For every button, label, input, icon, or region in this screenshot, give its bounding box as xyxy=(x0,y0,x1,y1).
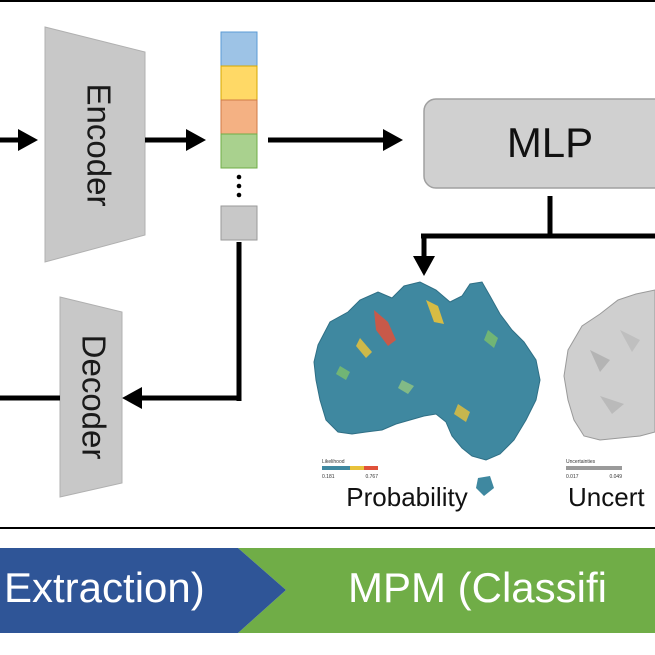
encoder-to-latent-arrow xyxy=(145,129,206,151)
latent-vector xyxy=(220,31,258,241)
latent-cell-green xyxy=(220,133,258,169)
probability-legend-bar-mid xyxy=(350,466,364,470)
encoder-block: Encoder xyxy=(44,26,146,263)
decoder-label: Decoder xyxy=(75,335,112,460)
mlp-label: MLP xyxy=(507,119,593,166)
latent-to-mlp-arrow xyxy=(268,129,403,151)
probability-caption: Probability xyxy=(346,482,467,512)
probability-legend-min: 0.181 xyxy=(322,474,335,480)
probability-map xyxy=(313,281,541,496)
uncertainty-legend: Uncertainties 0.017 0.049 xyxy=(566,459,622,480)
latent-cell-orange xyxy=(220,99,258,135)
uncertainty-map xyxy=(563,289,655,441)
uncertainty-caption: Uncert xyxy=(568,482,645,512)
latent-cell-yellow xyxy=(220,65,258,101)
uncertainty-legend-title: Uncertainties xyxy=(566,459,596,465)
probability-legend-bar-high xyxy=(364,466,378,470)
probability-legend: Likelihood 0.181 0.767 xyxy=(322,459,378,480)
feature-stage-label: Extraction) xyxy=(4,564,205,611)
uncertainty-legend-min: 0.017 xyxy=(566,474,579,480)
probability-legend-title: Likelihood xyxy=(322,459,345,465)
ellipsis-dots xyxy=(236,174,242,198)
uncertainty-legend-max: 0.049 xyxy=(609,474,622,480)
encoder-label: Encoder xyxy=(80,84,117,207)
latent-cell-blue xyxy=(220,31,258,67)
input-arrow xyxy=(0,129,38,151)
latent-cell-gray xyxy=(220,205,258,241)
probability-legend-max: 0.767 xyxy=(365,474,378,480)
mlp-block: MLP xyxy=(423,98,655,189)
stage-band: Extraction) MPM (Classifi xyxy=(0,548,655,633)
mpm-stage-label: MPM (Classifi xyxy=(348,564,607,611)
uncertainty-legend-bar xyxy=(566,466,622,470)
mlp-to-maps-connector xyxy=(413,196,655,276)
mpm-stage-band xyxy=(238,548,655,633)
feature-stage-band xyxy=(0,548,286,633)
decoder-block: Decoder xyxy=(59,296,123,498)
latent-to-decoder-arrow xyxy=(122,242,242,409)
tasmania xyxy=(476,476,494,496)
